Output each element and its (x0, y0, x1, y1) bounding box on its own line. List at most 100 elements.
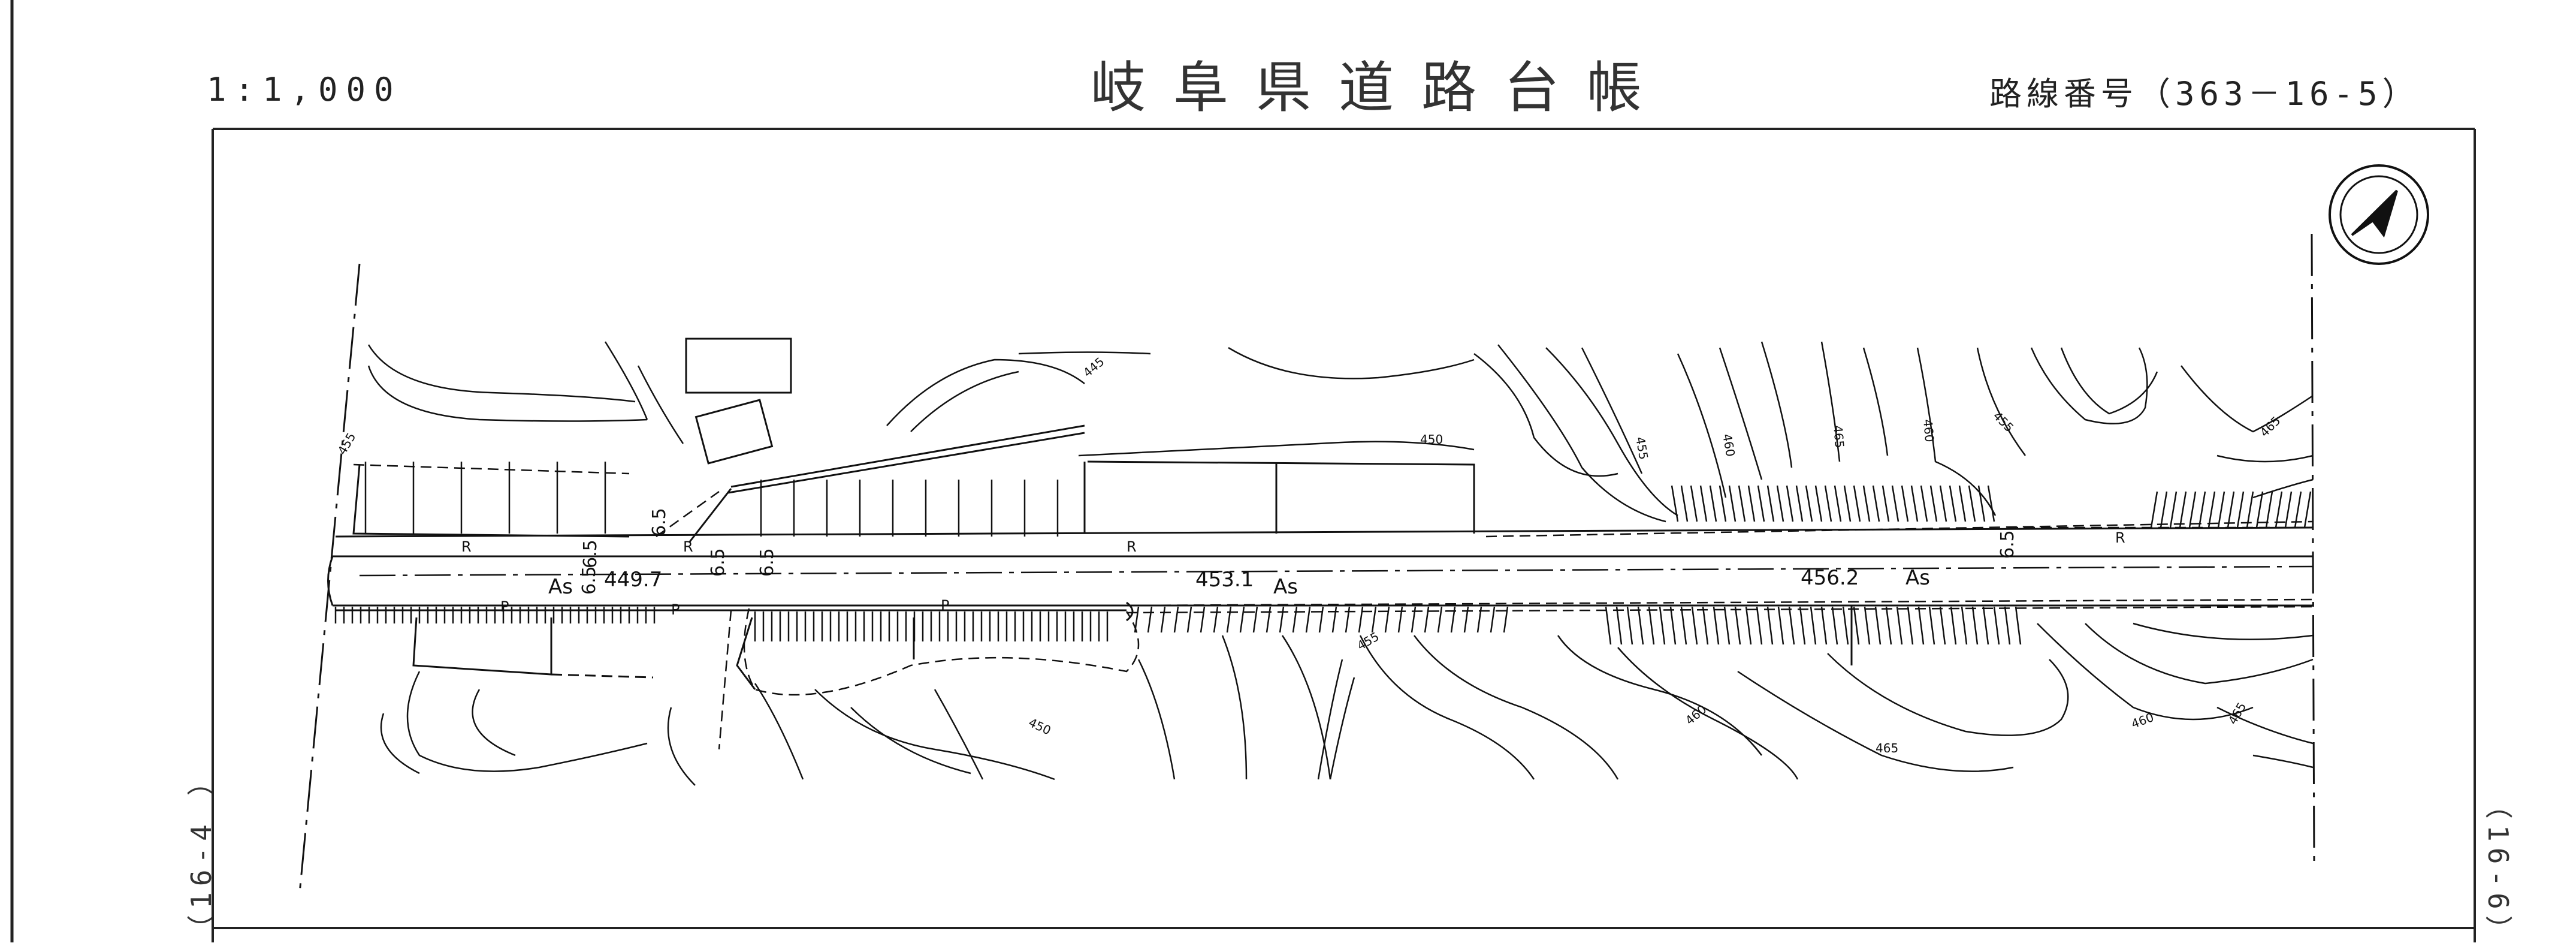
slope-hatch-line (1977, 485, 1986, 522)
slope-hatch-line (1680, 606, 1687, 645)
slope-hatch-line (1648, 606, 1655, 645)
slope-hatch-line (2303, 491, 2312, 528)
contour-label: 465 (1876, 741, 1898, 755)
slope-hatch-line (1961, 606, 1968, 645)
contour-lines (367, 341, 2314, 786)
slope-hatch-line (1842, 606, 1849, 645)
slope-hatch-line (1713, 606, 1720, 645)
slope-hatch-line (1810, 606, 1817, 645)
slope-hatch-line (1891, 485, 1899, 522)
slope-hatch-line (1939, 485, 1947, 522)
slope-hatch-line (1766, 606, 1774, 645)
slope-hatch-line (1882, 485, 1890, 522)
slope-hatch-line (1747, 485, 1756, 522)
slope-hatch-line (1490, 606, 1496, 633)
slope-hatch-line (1463, 606, 1469, 633)
slope-hatch-line (1843, 485, 1852, 522)
slope-hatch-line (1305, 606, 1311, 633)
slope-hatch-line (1226, 606, 1232, 633)
slope-hatch-line (1795, 485, 1804, 522)
slope-hatch-line (1503, 606, 1509, 633)
slope-hatch-line (1872, 485, 1880, 522)
slope-hatch-line (1318, 606, 1324, 633)
slope-hatch-line (1186, 606, 1192, 633)
slope-hatch-line (1757, 485, 1765, 522)
slope-hatch-line (1252, 606, 1258, 633)
contour-label: 465 (1831, 424, 1847, 448)
elevation-label: 449.7 (604, 568, 662, 592)
contour-labels: 445 450 455 460 465 455 460 465 450 460 … (335, 354, 2284, 755)
slope-hatch-line (1929, 485, 1938, 522)
slope-hatch-line (1910, 485, 1919, 522)
slope-hatch-line (1723, 606, 1731, 645)
slope-hatch-line (1239, 606, 1245, 633)
slope-hatch-line (2179, 491, 2187, 528)
road-annotations: As As As 449.7 453.1 456.2 6.5 6.5 6.5 6… (461, 508, 2125, 618)
contour-label: 445 (1080, 354, 1107, 380)
slope-hatch-line (1702, 606, 1709, 645)
map-frame (10, 0, 2476, 942)
slope-hatch-line (2246, 491, 2254, 528)
contour-label: 450 (1420, 432, 1443, 447)
slope-hatch-line (1786, 485, 1794, 522)
slope-hatch-line (1605, 606, 1612, 645)
ditch-line-south (743, 608, 1140, 696)
slope-hatch-line (2004, 606, 2011, 645)
elevation-label: 453.1 (1195, 568, 1254, 592)
width-label: 6.5 (580, 540, 601, 568)
contour-label: 460 (2130, 710, 2156, 731)
slope-hatch-line (1397, 606, 1403, 633)
slope-hatch-line (2275, 491, 2283, 528)
slope-hatch-line (1831, 606, 1838, 645)
slope-hatch-line (1160, 606, 1166, 633)
ditch-line-entry (656, 490, 720, 538)
slope-hatch-line (1776, 485, 1784, 522)
pole-label: P (941, 597, 949, 614)
slope-hatch-line (1734, 606, 1741, 645)
slope-hatch-line (2255, 491, 2264, 528)
pole-label: P (500, 598, 509, 615)
slope-hatch-line (1745, 606, 1752, 645)
slope-hatch-line (1853, 485, 1861, 522)
north-arrow-icon (2329, 164, 2429, 265)
slope-hatch-line (1814, 485, 1823, 522)
retaining-wall-label: R (2115, 529, 2125, 546)
elevation-label: 456.2 (1801, 566, 1859, 590)
boundary-dashed-lines (353, 463, 2314, 614)
slope-hatch-line (1917, 606, 1925, 645)
slope-hatch-line (1805, 485, 1813, 522)
map-scale: 1:1,000 (207, 71, 402, 109)
slope-hatch-line (1820, 606, 1828, 645)
structures-north (352, 338, 1475, 543)
width-label: 6.5 (757, 548, 778, 577)
slope-hatch-line (1279, 606, 1285, 633)
slope-hatch-line (1680, 485, 1689, 522)
slope-hatch-line (1968, 485, 1976, 522)
slope-hatch-line (1987, 485, 1995, 522)
slope-hatch-line (1384, 606, 1390, 633)
contour-label: 460 (1920, 418, 1937, 442)
pole-label: P (671, 601, 680, 618)
retaining-wall-label: R (683, 538, 693, 555)
slope-hatch-line (2169, 491, 2178, 528)
structures-south (412, 605, 1853, 690)
slope-hatch-line (2284, 491, 2293, 528)
slope-hatch-line (1358, 606, 1364, 633)
slope-hatch-line (1901, 485, 1909, 522)
slope-hatch-line (1411, 606, 1417, 633)
slope-hatch-line (1971, 606, 1979, 645)
slope-hatch-line (1788, 606, 1795, 645)
slope-hatch-line (1424, 606, 1430, 633)
slope-hatch-line (2015, 606, 2022, 645)
slope-hatch-line (1864, 606, 1871, 645)
slope-hatch-line (1699, 485, 1708, 522)
slope-hatch-line (1728, 485, 1737, 522)
slope-hatch-line (1615, 606, 1623, 645)
width-label: 6.5 (649, 508, 670, 537)
retaining-wall-label: R (461, 538, 472, 555)
slope-hatch-line (1213, 606, 1219, 633)
route-number: 路線番号（363－16-5） (1989, 75, 2420, 113)
slope-hatch-line (1853, 606, 1860, 645)
contour-label: 455 (1633, 436, 1651, 461)
